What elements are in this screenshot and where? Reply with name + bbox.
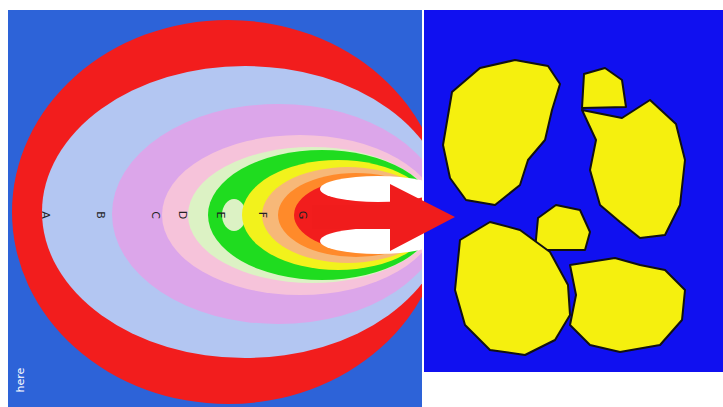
band-letter: D [177, 211, 188, 219]
red-arrow [312, 184, 455, 251]
fragment [570, 258, 685, 352]
fragment [455, 222, 570, 355]
fragment [443, 60, 560, 205]
band-letter: A [40, 211, 51, 219]
fragment [582, 68, 626, 108]
fragment [535, 205, 590, 250]
region-name: here [15, 368, 26, 393]
band-letter: B [95, 211, 106, 219]
band-letter: E [215, 212, 226, 219]
band-letter: C [150, 211, 161, 219]
fragment [582, 100, 685, 238]
band-letter: G [297, 211, 308, 220]
band-letter: F [257, 212, 268, 218]
right-panel [424, 10, 723, 372]
fragments [443, 60, 685, 355]
